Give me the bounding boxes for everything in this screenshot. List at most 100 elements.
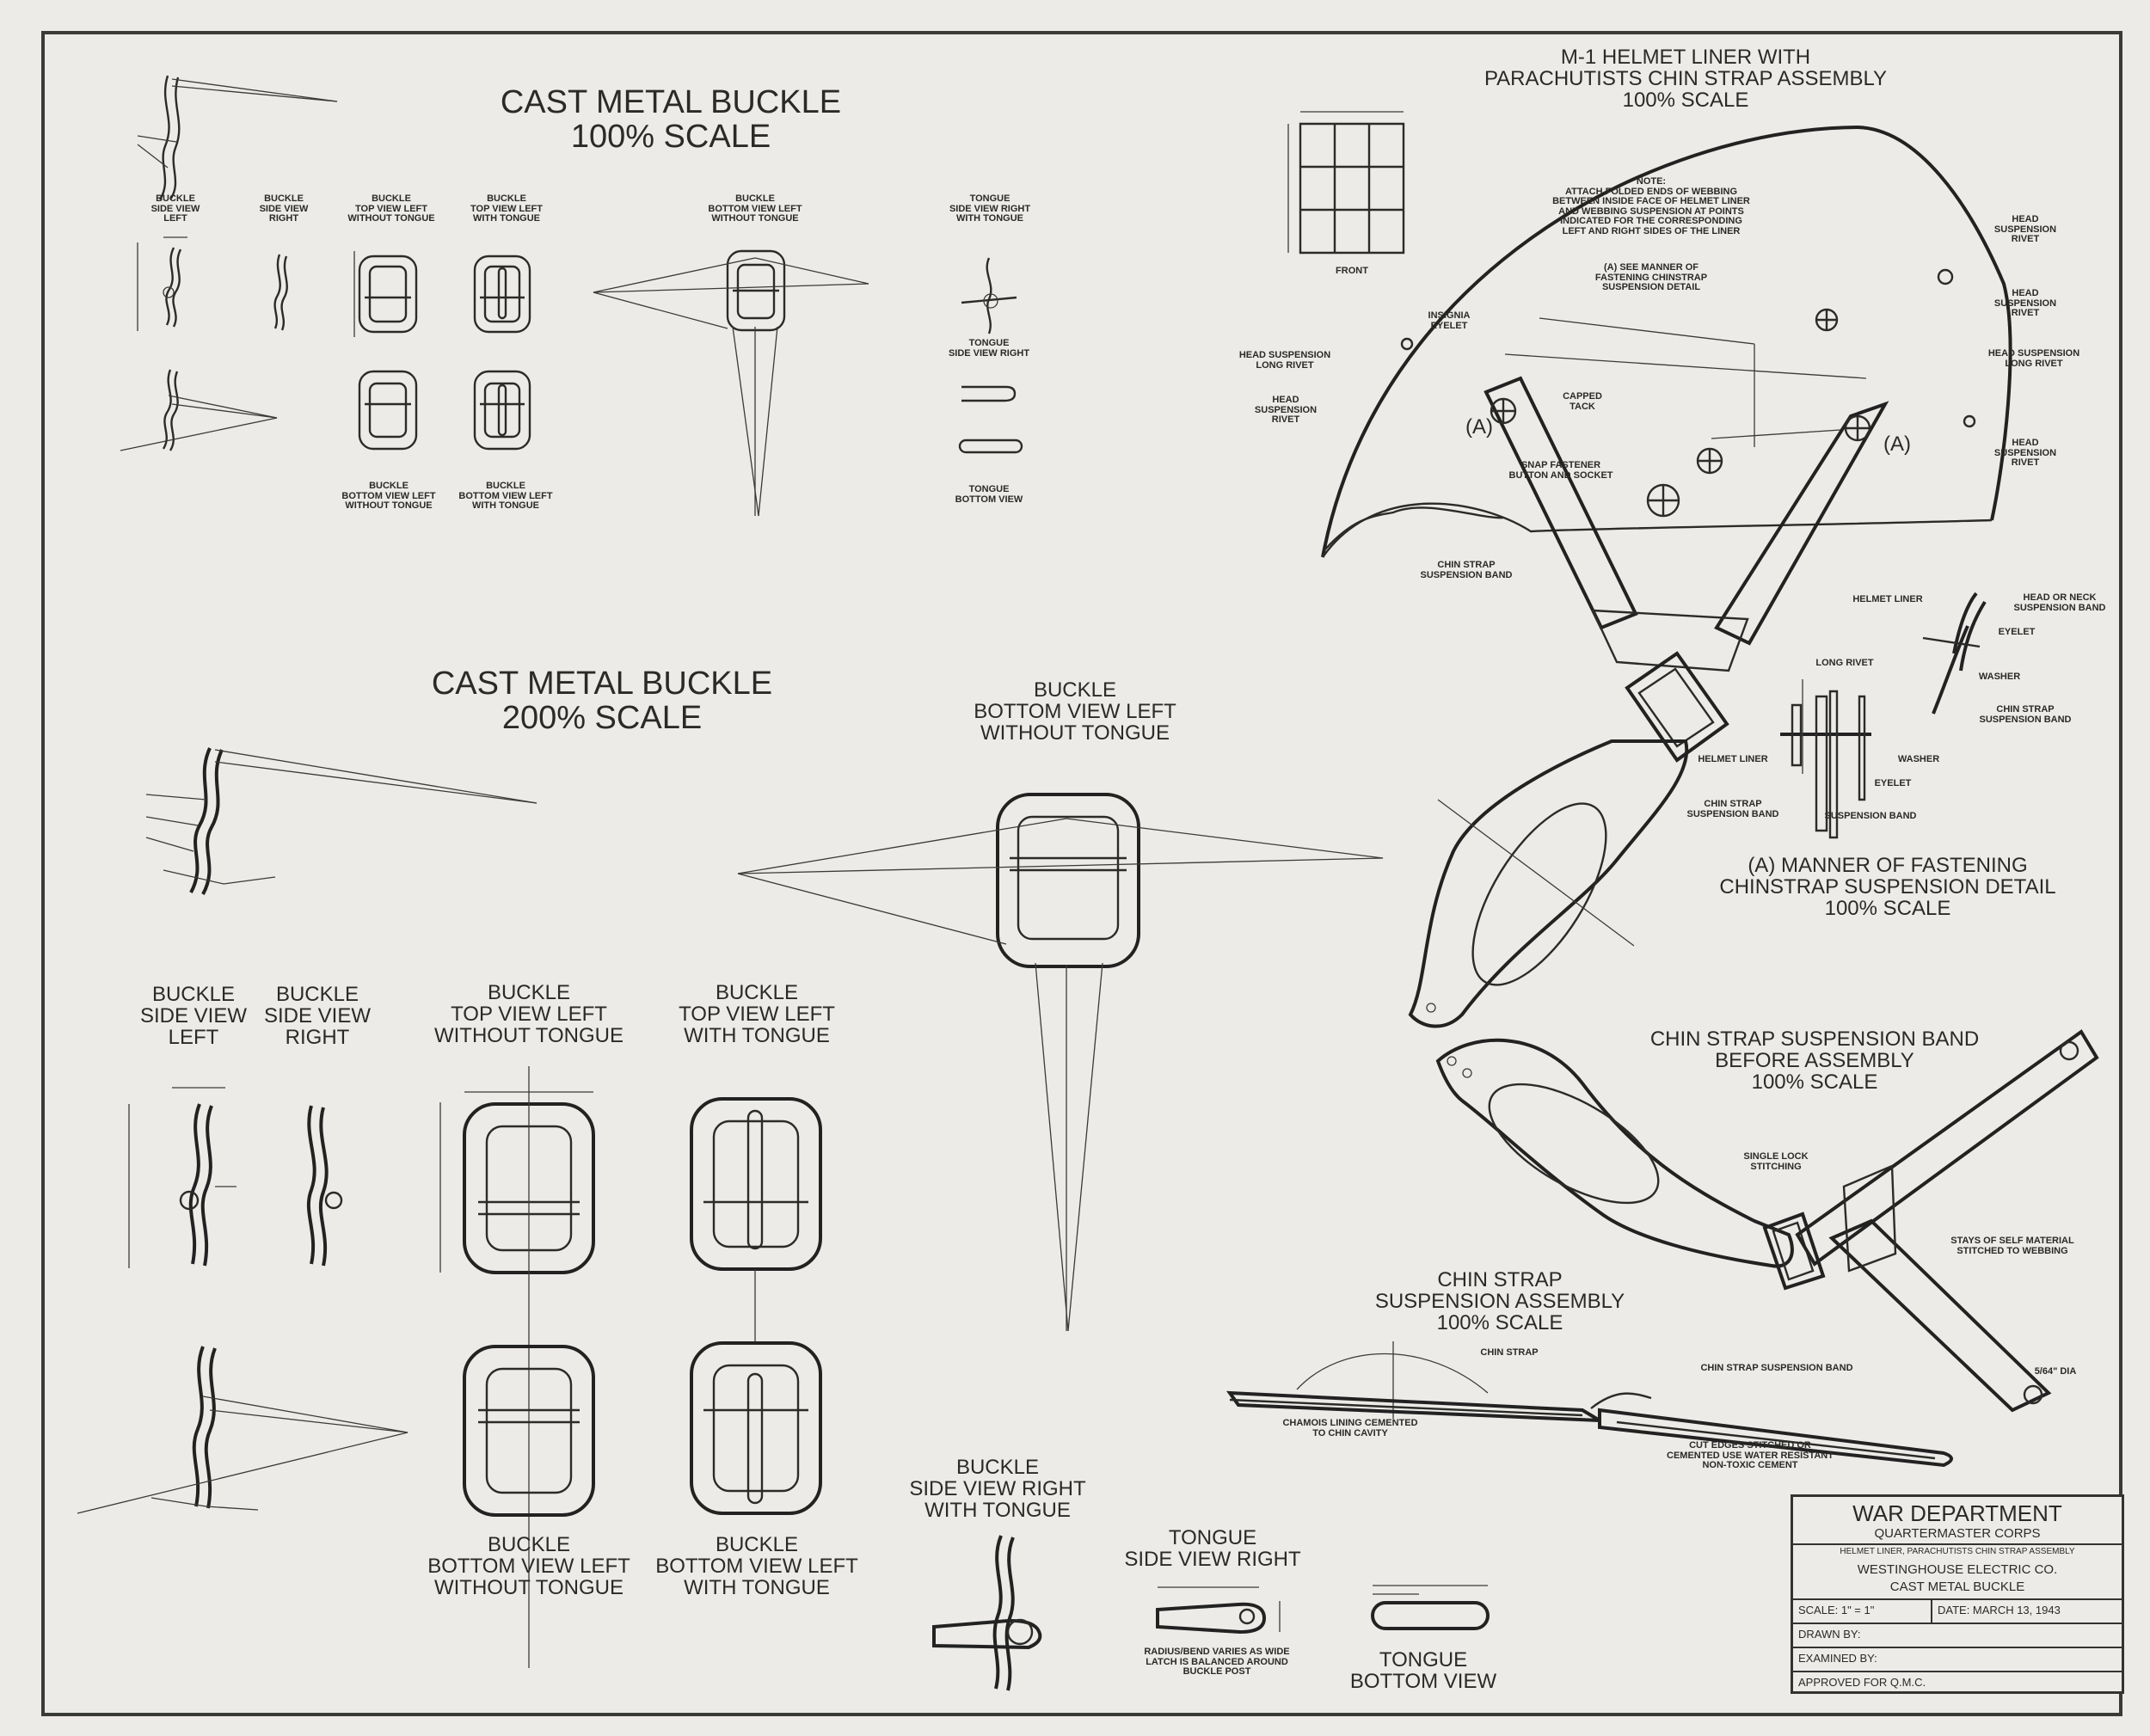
title-band-before: CHIN STRAP SUSPENSION BAND BEFORE ASSEMB… <box>1649 1027 1980 1095</box>
buckle-100-bottom-projection <box>593 251 869 516</box>
fast-helmet-liner: HELMET LINER <box>1852 594 1923 604</box>
buckle-100-bottom-without <box>359 371 416 449</box>
band-chin-strap: CHIN STRAP <box>1480 1347 1539 1358</box>
fast-helmet-liner2: HELMET LINER <box>1698 754 1768 764</box>
helmet-a-right: (A) <box>1883 432 1911 456</box>
label-100-bottom-with: BUCKLE BOTTOM VIEW LEFT WITH TONGUE <box>458 481 553 512</box>
helmet-liner <box>1323 127 2011 557</box>
buckle-100-profile-angles <box>120 370 277 451</box>
label-100-tongue-side: TONGUE SIDE VIEW RIGHT WITH TONGUE <box>949 193 1031 224</box>
title-cmb-100: CAST METAL BUCKLE 100% SCALE <box>500 84 842 155</box>
label-100-bottom-without-top: BUCKLE BOTTOM VIEW LEFT WITHOUT TONGUE <box>708 193 802 224</box>
tb-item: HELMET LINER, PARACHUTISTS CHIN STRAP AS… <box>1840 1547 2075 1556</box>
buckle-200-top-without <box>440 1066 593 1668</box>
label-200-bottom-without: BUCKLE BOTTOM VIEW LEFT WITHOUT TONGUE <box>427 1533 630 1600</box>
tb-org: WAR DEPARTMENT <box>1852 1500 2062 1526</box>
label-100-top-with: BUCKLE TOP VIEW LEFT WITH TONGUE <box>470 193 543 224</box>
label-200-tongue-side: TONGUE SIDE VIEW RIGHT <box>1124 1526 1301 1572</box>
band-single-lock: SINGLE LOCK STITCHING <box>1743 1151 1809 1172</box>
title-block: WAR DEPARTMENT QUARTERMASTER CORPS HELME… <box>1791 1494 2124 1694</box>
buckle-200-side-right <box>309 1106 341 1266</box>
fast-washer: WASHER <box>1978 672 2021 682</box>
tb-examined: EXAMINED BY: <box>1798 1652 1877 1665</box>
buckle-100-top-without <box>354 251 416 337</box>
helmet-front-grid <box>1288 112 1404 253</box>
label-200-side-left: BUCKLE SIDE VIEW LEFT <box>139 983 248 1050</box>
title-fastening: (A) MANNER OF FASTENING CHINSTRAP SUSPEN… <box>1719 854 2056 921</box>
tb-maker: WESTINGHOUSE ELECTRIC CO. <box>1857 1562 2058 1577</box>
title-cmb-200: CAST METAL BUCKLE 200% SCALE <box>431 666 773 736</box>
fast-long-rivet: LONG RIVET <box>1815 658 1874 668</box>
buckle-100-side-right <box>275 255 287 330</box>
tb-date: DATE: MARCH 13, 1943 <box>1938 1604 2061 1616</box>
fastening-detail <box>1780 593 1985 837</box>
helmet-chin-band: CHIN STRAP SUSPENSION BAND <box>1420 560 1513 580</box>
fast-eyelet2: EYELET <box>1874 778 1912 788</box>
buckle-200-profile-angles <box>77 1346 408 1513</box>
helmet-chin-straps <box>1410 378 1885 1027</box>
label-200-top-without: BUCKLE TOP VIEW LEFT WITHOUT TONGUE <box>433 981 624 1048</box>
title-helmet: M-1 HELMET LINER WITH PARACHUTISTS CHIN … <box>1484 46 1888 113</box>
helmet-head-susp-rivet-r: HEAD SUSPENSION RIVET <box>1993 214 2057 245</box>
buckle-200-side-left <box>129 1088 236 1268</box>
buckle-200-top-with <box>691 1099 820 1341</box>
label-100-side-right: BUCKLE SIDE VIEW RIGHT <box>259 193 309 224</box>
tb-drawn: DRAWN BY: <box>1798 1628 1861 1641</box>
buckle-200-side-right-tongue <box>934 1536 1040 1690</box>
label-100-side-left: BUCKLE SIDE VIEW LEFT <box>150 193 200 224</box>
label-200-bottom-with: BUCKLE BOTTOM VIEW LEFT WITH TONGUE <box>655 1533 858 1600</box>
chin-strap-assembly <box>1230 1341 1951 1465</box>
sheet-border <box>41 31 2122 1716</box>
buckle-100-profile-top <box>138 76 337 199</box>
buckle-200-profile-top <box>146 748 537 894</box>
fast-chin-strap-band: CHIN STRAP SUSPENSION BAND <box>1979 704 2072 725</box>
helmet-head-susp-long-rivet-l: HEAD SUSPENSION LONG RIVET <box>1238 350 1331 371</box>
label-100-tongue-side2: TONGUE SIDE VIEW RIGHT <box>948 338 1030 359</box>
buckle-200-bottom-projection <box>738 794 1383 1331</box>
helmet-note: NOTE: ATTACH FOLDED ENDS OF WEBBING BETW… <box>1552 176 1750 236</box>
fast-head-neck-band: HEAD OR NECK SUSPENSION BAND <box>2013 592 2106 613</box>
band-chin-strap-band: CHIN STRAP SUSPENSION BAND <box>1700 1363 1853 1373</box>
helmet-head-susp-rivet-r3: HEAD SUSPENSION RIVET <box>1993 438 2057 469</box>
fast-washer2: WASHER <box>1897 754 1940 764</box>
buckle-100-side-left <box>138 237 187 331</box>
tongue-200-bottom <box>1373 1586 1488 1629</box>
helmet-a-left: (A) <box>1465 415 1493 439</box>
buckle-200-bottom-with <box>691 1343 820 1513</box>
label-200-tongue-bottom: TONGUE BOTTOM VIEW <box>1349 1648 1497 1694</box>
helmet-insignia-eyelet: INSIGNIA EYELET <box>1428 310 1471 331</box>
title-assembly: CHIN STRAP SUSPENSION ASSEMBLY 100% SCAL… <box>1374 1268 1625 1335</box>
band-diameter: 5/64" DIA <box>2034 1366 2077 1377</box>
label-100-top-without: BUCKLE TOP VIEW LEFT WITHOUT TONGUE <box>347 193 435 224</box>
helmet-head-susp-rivet-l: HEAD SUSPENSION RIVET <box>1254 395 1318 426</box>
fast-chin-strap-band2: CHIN STRAP SUSPENSION BAND <box>1686 799 1779 819</box>
helmet-see-detail: (A) SEE MANNER OF FASTENING CHINSTRAP SU… <box>1594 262 1708 293</box>
band-chamois: CHAMOIS LINING CEMENTED TO CHIN CAVITY <box>1282 1418 1418 1438</box>
band-cut-edges: CUT EDGES STITCHED OR CEMENTED USE WATER… <box>1667 1440 1834 1471</box>
tb-approved: APPROVED FOR Q.M.C. <box>1798 1676 1926 1689</box>
helmet-front: FRONT <box>1336 266 1368 276</box>
buckle-200-bottom-without <box>464 1346 593 1515</box>
band-before-assembly <box>1438 1032 2097 1410</box>
fast-eyelet: EYELET <box>1998 627 2036 637</box>
helmet-head-susp-rivet-r2: HEAD SUSPENSION RIVET <box>1993 288 2057 319</box>
label-200-side-right: BUCKLE SIDE VIEW RIGHT <box>263 983 372 1050</box>
helmet-capped-tack: CAPPED TACK <box>1563 391 1602 412</box>
buckle-100-top-with <box>475 256 530 332</box>
tongue-adjust-note: RADIUS/BEND VARIES AS WIDE LATCH IS BALA… <box>1144 1647 1290 1678</box>
tongue-200-side <box>1158 1587 1280 1632</box>
label-200-top-with: BUCKLE TOP VIEW LEFT WITH TONGUE <box>679 981 835 1048</box>
helmet-head-susp-long-rivet-r: HEAD SUSPENSION LONG RIVET <box>1987 348 2080 369</box>
label-200-bottom-without-top: BUCKLE BOTTOM VIEW LEFT WITHOUT TONGUE <box>974 678 1176 745</box>
tb-part: CAST METAL BUCKLE <box>1889 1580 2025 1594</box>
tb-scale: SCALE: 1" = 1" <box>1798 1604 1875 1616</box>
tongue-100-views <box>960 258 1022 452</box>
buckle-100-bottom-with <box>475 371 530 449</box>
band-stays: STAYS OF SELF MATERIAL STITCHED TO WEBBI… <box>1950 1236 2074 1256</box>
label-100-bottom-without: BUCKLE BOTTOM VIEW LEFT WITHOUT TONGUE <box>341 481 436 512</box>
fast-suspension-band: SUSPENSION BAND <box>1824 811 1917 821</box>
tb-corps: QUARTERMASTER CORPS <box>1874 1526 2041 1541</box>
label-100-tongue-bottom: TONGUE BOTTOM VIEW <box>955 484 1023 505</box>
